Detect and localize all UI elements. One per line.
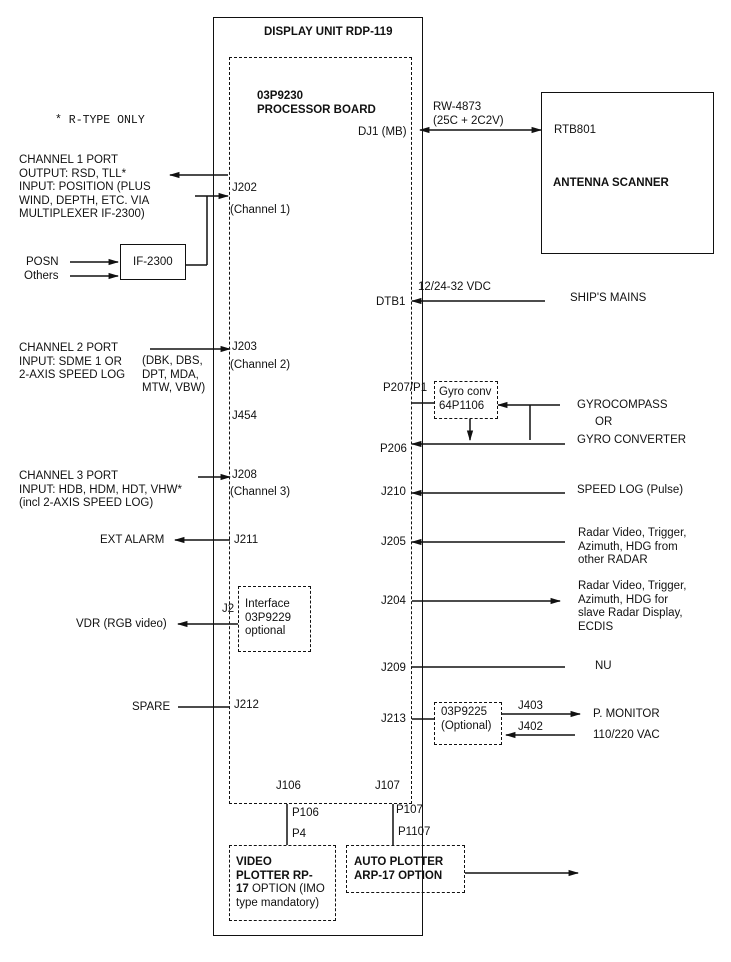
radar-out-label: Radar Video, Trigger, Azimuth, HDG for s… bbox=[578, 580, 687, 633]
optional-board-box bbox=[434, 702, 502, 745]
processor-board-frame bbox=[229, 57, 412, 804]
vac-label: 110/220 VAC bbox=[593, 729, 660, 741]
p-monitor-label: P. MONITOR bbox=[593, 708, 660, 720]
j210-label: J210 bbox=[381, 486, 406, 498]
processor-board-label: 03P9230 PROCESSOR BOARD bbox=[257, 90, 376, 116]
p206-label: P206 bbox=[380, 443, 407, 455]
j403-label: J403 bbox=[518, 700, 543, 712]
optional-board-label: 03P9225 (Optional) bbox=[441, 706, 492, 732]
display-unit-frame bbox=[213, 17, 423, 936]
j454-label: J454 bbox=[232, 410, 257, 422]
antenna-scanner-label: ANTENNA SCANNER bbox=[553, 177, 669, 189]
j205-label: J205 bbox=[381, 536, 406, 548]
r-type-note: * R-TYPE ONLY bbox=[55, 114, 145, 127]
dtb1-label: DTB1 bbox=[376, 296, 406, 308]
j208-label: J208 bbox=[232, 469, 257, 481]
gyro-conv-box bbox=[434, 381, 498, 419]
j107-label: J107 bbox=[375, 780, 400, 792]
j212-label: J212 bbox=[234, 699, 259, 711]
j203-label: J203 bbox=[232, 341, 257, 353]
spare-label: SPARE bbox=[132, 701, 171, 713]
j209-label: J209 bbox=[381, 662, 406, 674]
gyro-conv-label: Gyro conv 64P1106 bbox=[439, 386, 492, 412]
p107-label: P107 bbox=[396, 804, 423, 816]
if2300-label: IF-2300 bbox=[133, 256, 173, 268]
j2-label: J2 bbox=[222, 603, 235, 615]
j208-sub: (Channel 3) bbox=[230, 486, 291, 498]
display-unit-title: DISPLAY UNIT RDP-119 bbox=[264, 26, 393, 38]
j211-label: J211 bbox=[234, 534, 259, 546]
ships-mains-label: SHIP'S MAINS bbox=[570, 292, 647, 304]
ext-alarm-label: EXT ALARM bbox=[100, 534, 165, 546]
speed-log-label: SPEED LOG (Pulse) bbox=[577, 484, 684, 496]
if2300-box bbox=[120, 244, 186, 280]
j203-sub: (Channel 2) bbox=[230, 359, 291, 371]
video-plotter-box bbox=[229, 845, 336, 921]
vdr-label: VDR (RGB video) bbox=[76, 618, 167, 630]
p207-label: P207/P1 bbox=[383, 382, 428, 394]
p1107-label: P1107 bbox=[398, 826, 431, 838]
video-plotter-label: VIDEO PLOTTER RP- 17 OPTION (IMO type ma… bbox=[236, 856, 325, 909]
vdc-label: 12/24-32 VDC bbox=[418, 281, 491, 293]
dj1-label: DJ1 (MB) bbox=[358, 126, 407, 138]
others-label: Others bbox=[24, 270, 59, 282]
posn-label: POSN bbox=[26, 256, 59, 268]
radar-in-label: Radar Video, Trigger, Azimuth, HDG from … bbox=[578, 527, 687, 566]
j106-label: J106 bbox=[276, 780, 301, 792]
interface-board-box bbox=[238, 586, 311, 652]
p4-label: P4 bbox=[292, 828, 307, 840]
rtb801-label: RTB801 bbox=[554, 124, 596, 136]
auto-plotter-label: AUTO PLOTTER ARP-17 OPTION bbox=[354, 856, 444, 882]
channel3-port-description: CHANNEL 3 PORT INPUT: HDB, HDM, HDT, VHW… bbox=[19, 470, 182, 509]
j402-label: J402 bbox=[518, 721, 543, 733]
gyro-converter-label: GYRO CONVERTER bbox=[577, 434, 687, 446]
antenna-scanner-box bbox=[541, 92, 714, 254]
j204-label: J204 bbox=[381, 595, 406, 607]
channel2-port-description: CHANNEL 2 PORT INPUT: SDME 1 OR 2-AXIS S… bbox=[19, 342, 126, 381]
channel2-sentences: (DBK, DBS, DPT, MDA, MTW, VBW) bbox=[142, 355, 206, 394]
j213-label: J213 bbox=[381, 713, 406, 725]
or-label: OR bbox=[595, 416, 613, 428]
channel1-port-description: CHANNEL 1 PORT OUTPUT: RSD, TLL* INPUT: … bbox=[19, 154, 151, 220]
j202-sub: (Channel 1) bbox=[230, 204, 291, 216]
j202-label: J202 bbox=[232, 182, 257, 194]
nu-label: NU bbox=[595, 660, 612, 672]
auto-plotter-box bbox=[346, 845, 465, 893]
gyrocompass-label: GYROCOMPASS bbox=[577, 399, 668, 411]
cable-label: RW-4873 (25C + 2C2V) bbox=[433, 101, 504, 127]
p106-label: P106 bbox=[292, 807, 319, 819]
interface-board-label: Interface 03P9229 optional bbox=[245, 598, 292, 637]
